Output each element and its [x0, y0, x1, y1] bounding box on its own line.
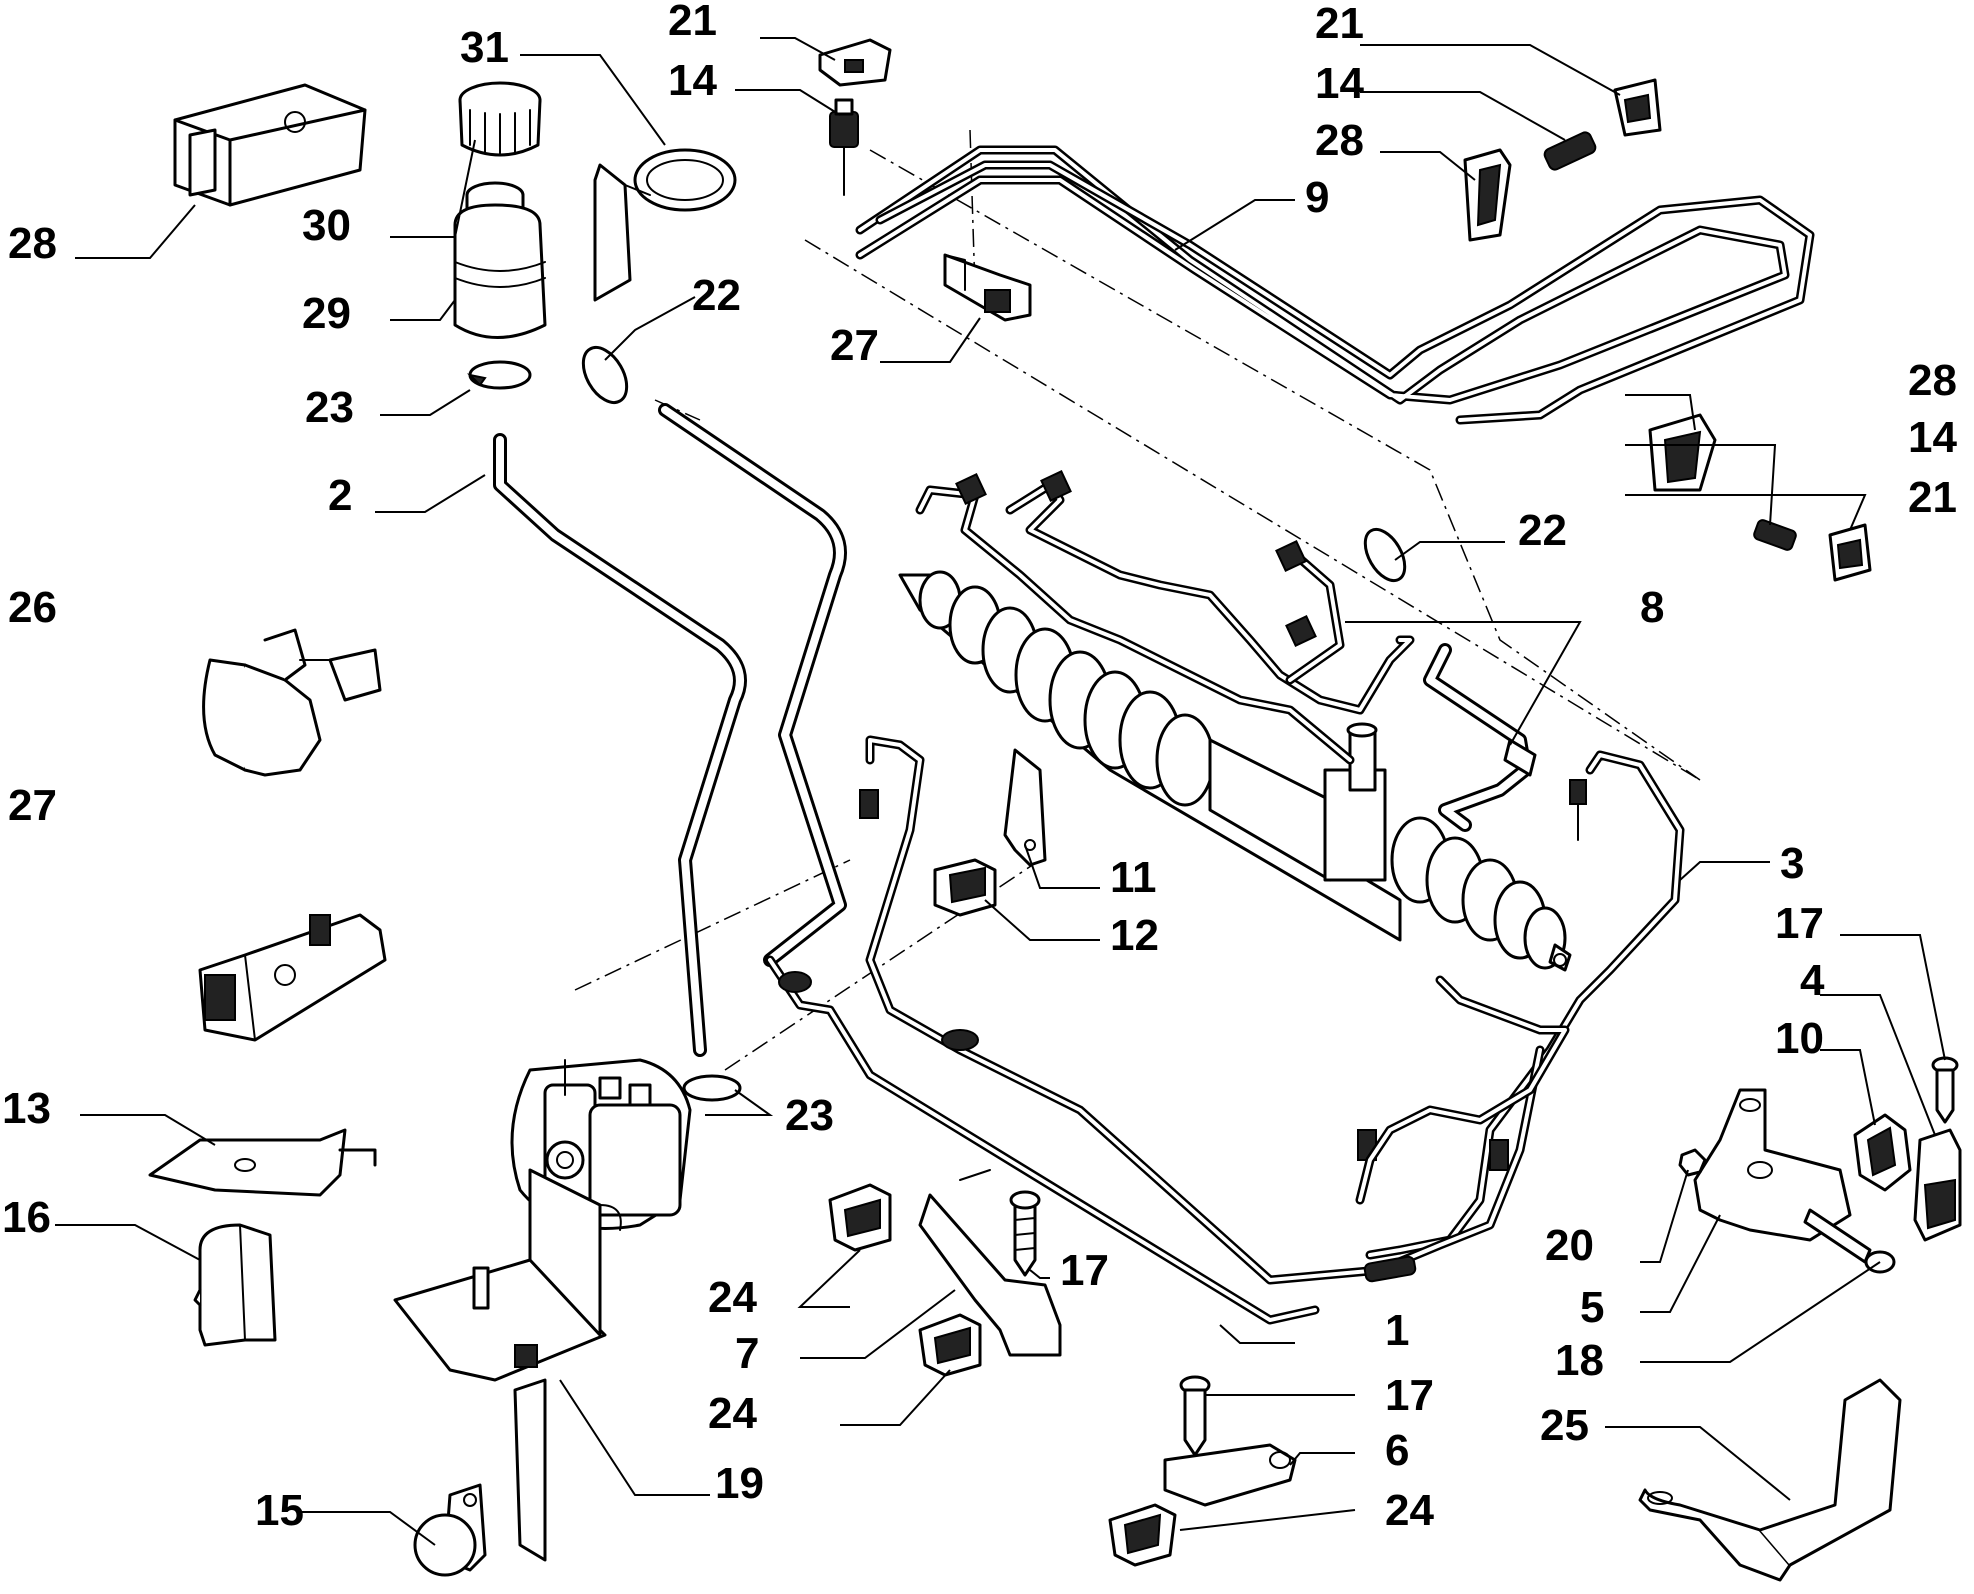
part-11-bracket: [1003, 748, 1047, 867]
part-2-return-hose: [493, 433, 747, 1057]
callout-12: 12: [1110, 911, 1159, 960]
callout-25: 25: [1540, 1401, 1589, 1450]
part-28-clamp-right-top: [1463, 148, 1512, 242]
part-27-pipe-clip-upper: [943, 253, 1032, 322]
callout-28-right-middle: 28: [1908, 356, 1957, 405]
part-21-connector-top: [818, 38, 892, 87]
part-22-hose-clamp-top: [581, 346, 629, 404]
callout-13: 13: [2, 1084, 51, 1133]
callout-23-top: 23: [305, 383, 354, 432]
part-19-bracket: [393, 1168, 622, 1562]
part-25-bracket: [1638, 1378, 1902, 1582]
callout-11: 11: [1110, 853, 1157, 902]
part-18-bolt: [1803, 1208, 1896, 1274]
callout-24-middle: 24: [708, 1389, 757, 1438]
part-21-connector-right-top: [1613, 78, 1662, 137]
part-20-nut: [1678, 1148, 1707, 1177]
callout-19: 19: [715, 1459, 764, 1508]
part-24-clamp-middle: [918, 1313, 982, 1377]
callout-30: 30: [302, 201, 351, 250]
callout-24-bottom: 24: [1385, 1486, 1434, 1535]
callout-23-bottom: 23: [785, 1091, 834, 1140]
assembly-guide-lines: [574, 129, 1701, 1071]
part-8-hose: [1423, 643, 1537, 832]
callout-22-top: 22: [692, 271, 741, 320]
part-9-cooler-pipe: [855, 145, 1815, 425]
callout-2: 2: [328, 471, 352, 520]
part-24-clamp-upper: [828, 1183, 892, 1252]
callout-26: 26: [8, 583, 57, 632]
callout-22-rack: 22: [1518, 506, 1567, 555]
callout-18: 18: [1555, 1336, 1604, 1385]
callout-5: 5: [1580, 1283, 1604, 1332]
part-17-bolt-bottom: [1179, 1375, 1211, 1457]
callout-21-right-middle: 21: [1908, 473, 1957, 522]
callout-21-right-top: 21: [1315, 0, 1364, 48]
part-7-bracket: [918, 1169, 1062, 1357]
rack-boot-right: [1390, 816, 1567, 970]
callout-28-top-left: 28: [8, 219, 57, 268]
part-14-pressure-switch-top: [829, 98, 859, 196]
callout-21-top: 21: [668, 0, 717, 45]
part-17-bolt-right: [1931, 1056, 1959, 1124]
part-21-connector-right-middle: [1828, 523, 1872, 582]
callout-7: 7: [735, 1329, 759, 1378]
part-22-hose-clamp-rack: [1363, 527, 1407, 583]
callout-17-middle: 17: [1060, 1246, 1109, 1295]
part-29-reservoir: [453, 181, 547, 339]
part-23-hose-clamp-bottom: [682, 1074, 742, 1102]
callout-1: 1: [1385, 1306, 1409, 1355]
callout-31: 31: [460, 23, 509, 72]
callout-20: 20: [1545, 1221, 1594, 1270]
callout-14-right-top: 14: [1315, 59, 1364, 108]
callout-24-upper: 24: [708, 1273, 757, 1322]
part-26-double-clamp: [202, 628, 382, 777]
lower-hoses: [778, 735, 1570, 1285]
part-3-pressure-pipe: [1365, 750, 1685, 1260]
callout-3: 3: [1780, 839, 1804, 888]
steering-rack: [898, 570, 1572, 972]
part-23-hose-clamp-top: [466, 360, 532, 390]
callout-4: 4: [1800, 956, 1825, 1005]
callout-16: 16: [2, 1193, 51, 1242]
part-4-bracket: [1913, 1128, 1962, 1242]
callout-8: 8: [1640, 583, 1664, 632]
part-14-pressure-switch-right-middle: [1753, 519, 1797, 551]
part-6-bracket: [1163, 1443, 1297, 1507]
part-10-damper: [1853, 1113, 1912, 1192]
callout-27-top: 27: [830, 321, 879, 370]
part-15-clamp: [413, 1483, 487, 1577]
callout-17-right: 17: [1775, 899, 1824, 948]
callout-15: 15: [255, 1486, 304, 1535]
part-28-clamp-right-middle: [1648, 413, 1717, 492]
leader-lines: [55, 37, 1946, 1546]
part-14-pressure-switch-right-top: [1543, 131, 1597, 171]
callout-14-right-middle: 14: [1908, 413, 1957, 462]
callout-10: 10: [1775, 1014, 1824, 1063]
rack-boot-left: [918, 570, 1215, 807]
part-17-bolt-middle: [1009, 1190, 1041, 1277]
callout-17-bottom: 17: [1385, 1371, 1434, 1420]
part-31-reservoir-bracket: [593, 148, 737, 302]
part-24-clamp-bottom: [1108, 1503, 1177, 1567]
part-12-clamp: [933, 858, 997, 917]
callout-29: 29: [302, 289, 351, 338]
callout-numbers: 28 30 29 23 2 31 22 21 14 27 9 21 14 28 …: [2, 0, 1957, 1535]
rack-transfer-lines: [915, 470, 1415, 765]
part-27-pipe-clip-left: [198, 913, 387, 1042]
callout-14-top: 14: [668, 56, 717, 105]
part-13-bracket: [148, 1128, 377, 1197]
callout-9: 9: [1305, 173, 1329, 222]
part-30-reservoir-cap: [458, 81, 542, 157]
callout-28-right-top: 28: [1315, 116, 1364, 165]
callout-27-left: 27: [8, 781, 57, 830]
part-28-clamp-top-left: [173, 83, 367, 207]
part-16-sleeve: [193, 1223, 277, 1347]
part-1-pressure-hose: [658, 403, 1320, 1325]
callout-6: 6: [1385, 1426, 1409, 1475]
